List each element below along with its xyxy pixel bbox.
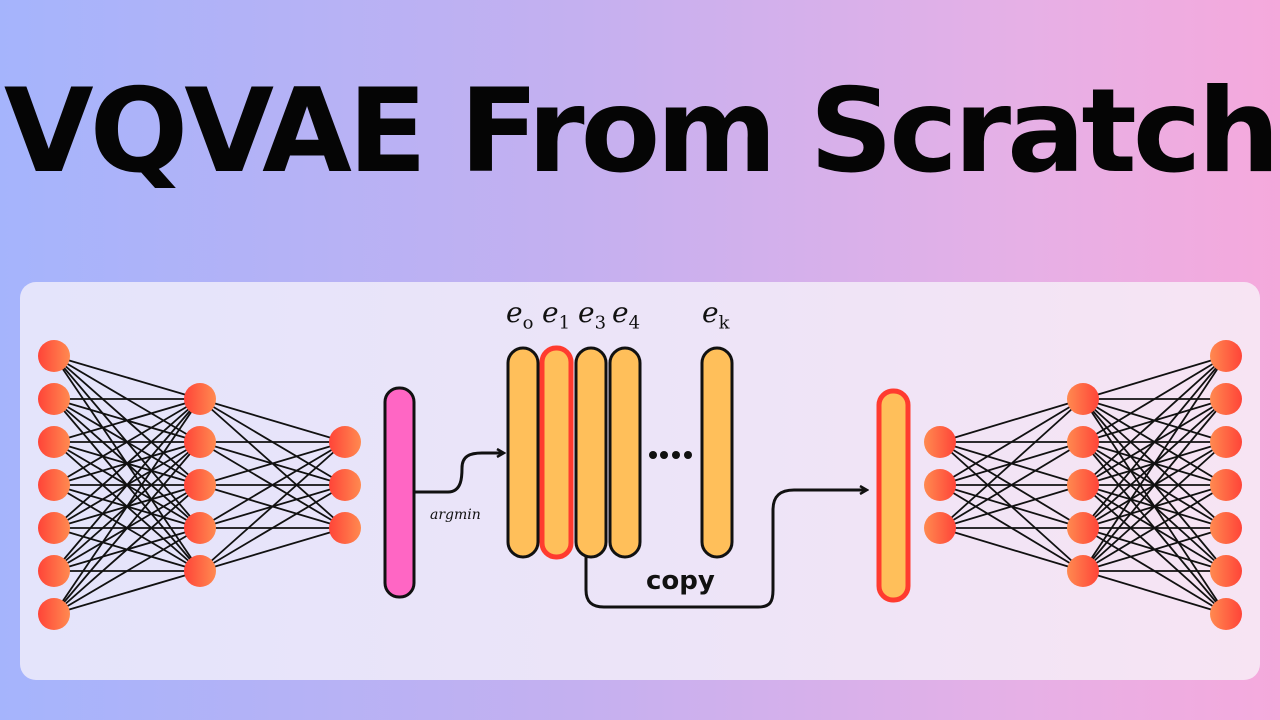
decoder-neuron <box>1067 555 1099 587</box>
decoder-network <box>924 340 1242 630</box>
decoder-neuron <box>1067 469 1099 501</box>
codeword-label-e0: eo <box>506 296 534 334</box>
decoder-neuron <box>1210 555 1242 587</box>
encoder-neuron <box>38 512 70 544</box>
encoder-neuron <box>184 383 216 415</box>
copy-label: copy <box>646 566 715 596</box>
decoder-neuron <box>924 512 956 544</box>
encoder-neuron <box>38 340 70 372</box>
codebook-vector-e4 <box>608 346 642 559</box>
encoder-neuron <box>38 426 70 458</box>
ellipsis-dots <box>649 451 692 459</box>
decoder-neuron <box>1210 598 1242 630</box>
encoder-neuron <box>38 598 70 630</box>
argmin-label: argmin <box>430 507 481 523</box>
argmin-arrow <box>414 453 503 494</box>
encoder-output-vector <box>383 386 416 599</box>
quantized-vector <box>876 388 911 603</box>
codeword-label-ek: ek <box>702 296 730 334</box>
encoder-neuron <box>38 469 70 501</box>
codebook-vector-ek <box>700 346 734 559</box>
encoder-network <box>38 340 361 630</box>
encoder-connections <box>53 355 346 615</box>
decoder-neuron <box>1067 383 1099 415</box>
encoder-neuron <box>38 383 70 415</box>
decoder-neuron <box>1067 512 1099 544</box>
encoder-neuron <box>184 512 216 544</box>
copy-arrow <box>584 490 866 609</box>
decoder-neuron <box>1210 383 1242 415</box>
decoder-neuron <box>1210 340 1242 372</box>
decoder-neuron <box>1067 426 1099 458</box>
decoder-neuron <box>924 426 956 458</box>
decoder-neuron <box>1210 426 1242 458</box>
page-title: VQVAE From Scratch <box>3 64 1280 199</box>
encoder-neuron <box>184 469 216 501</box>
encoder-neuron <box>329 426 361 458</box>
codeword-label-e1: e1 <box>542 296 571 334</box>
decoder-neuron <box>1210 512 1242 544</box>
decoder-neuron <box>924 469 956 501</box>
codebook-vector-e1-selected <box>539 345 574 560</box>
encoder-neuron <box>329 469 361 501</box>
codebook-vector-e3 <box>574 346 608 559</box>
codebook <box>506 345 734 560</box>
codebook-vector-e0 <box>506 346 540 559</box>
encoder-neuron <box>184 555 216 587</box>
decoder-connections <box>939 355 1227 615</box>
codeword-label-e4: e4 <box>612 296 641 334</box>
decoder-neuron <box>1210 469 1242 501</box>
codeword-label-e3: e3 <box>578 296 607 334</box>
encoder-neuron <box>329 512 361 544</box>
encoder-neuron <box>184 426 216 458</box>
encoder-neuron <box>38 555 70 587</box>
